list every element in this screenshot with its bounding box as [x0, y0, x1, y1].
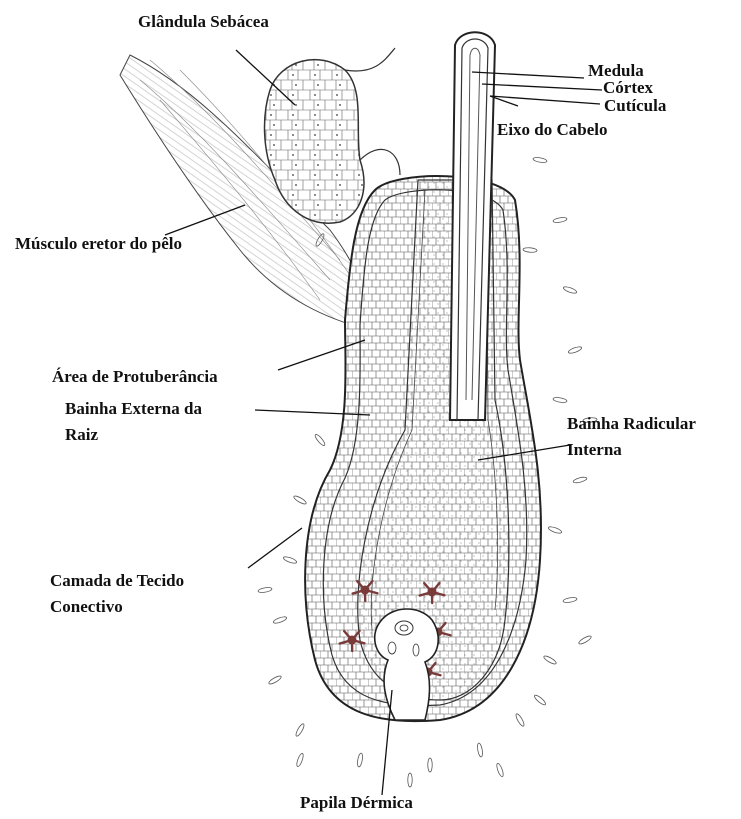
- fibroblast-cell: [296, 753, 305, 768]
- fibroblast-cell: [553, 217, 568, 224]
- fibroblast-cell: [477, 743, 484, 758]
- fibroblast-cell: [568, 346, 583, 355]
- label-cortex: Córtex: [603, 78, 653, 98]
- fibroblast-cell: [258, 587, 273, 594]
- fibroblast-cell: [553, 397, 568, 404]
- fibroblast-cell: [548, 526, 563, 535]
- label-camada-tecido-1: Camada de Tecido: [50, 571, 184, 591]
- fibroblast-cell: [408, 773, 412, 787]
- fibroblast-cell: [268, 675, 282, 686]
- fibroblast-cell: [496, 763, 505, 778]
- fibroblast-cell: [515, 713, 526, 727]
- fibroblast-cell: [295, 723, 306, 737]
- fibroblast-cell: [533, 694, 547, 706]
- label-bainha-radicular-2: Interna: [567, 440, 622, 460]
- label-bainha-externa-2: Raiz: [65, 425, 98, 445]
- label-camada-tecido-2: Conectivo: [50, 597, 123, 617]
- label-bainha-externa-1: Bainha Externa da: [65, 399, 202, 419]
- label-glandula-sebacea: Glândula Sebácea: [138, 12, 269, 32]
- fibroblast-cell: [523, 247, 537, 253]
- fibroblast-cell: [273, 616, 288, 625]
- fibroblast-cell: [563, 597, 578, 604]
- fibroblast-cell: [578, 635, 592, 646]
- label-area-protuberancia: Área de Protuberância: [52, 367, 218, 387]
- fibroblast-cell: [314, 433, 326, 447]
- fibroblast-cell: [293, 495, 307, 506]
- label-papila-dermica: Papila Dérmica: [300, 793, 413, 813]
- fibroblast-cell: [533, 157, 548, 164]
- fibroblast-cell: [283, 556, 298, 565]
- fibroblast-cell: [428, 758, 432, 772]
- fibroblast-cell: [563, 286, 578, 295]
- fibroblast-cell: [543, 655, 557, 666]
- label-eixo-do-cabelo: Eixo do Cabelo: [497, 120, 608, 140]
- label-cuticula: Cutícula: [604, 96, 666, 116]
- fibroblast-cell: [357, 753, 364, 768]
- label-bainha-radicular-1: Bainha Radicular: [567, 414, 696, 434]
- fibroblast-cell: [573, 476, 588, 484]
- label-musculo-eretor: Músculo eretor do pêlo: [15, 234, 182, 254]
